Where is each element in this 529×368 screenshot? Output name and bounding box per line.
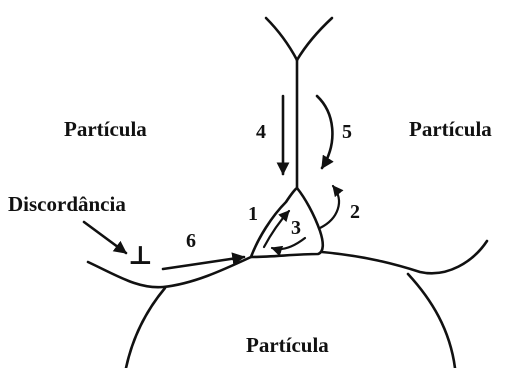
dislocation-symbol: ⊥	[128, 241, 153, 270]
particle-label-upper-left: Partícula	[64, 117, 147, 141]
particle-label-bottom: Partícula	[246, 333, 329, 357]
neck-pore	[251, 188, 323, 257]
path-5-arrow	[317, 96, 332, 168]
dislocation-label: Discordância	[8, 192, 126, 216]
dislocation-pointer-arrow	[84, 222, 126, 253]
path-1-label: 1	[248, 203, 258, 225]
path-3-label: 3	[291, 217, 301, 239]
particle-label-upper-right: Partícula	[409, 117, 492, 141]
path-2-arrow	[320, 186, 339, 228]
path-5-label: 5	[342, 121, 352, 143]
path-6-arrow	[163, 257, 244, 269]
path-1-arrow	[264, 211, 289, 247]
path-2-label: 2	[350, 201, 360, 223]
path-4-label: 4	[256, 121, 266, 143]
path-3-arrow	[272, 238, 305, 249]
path-6-label: 6	[186, 230, 196, 252]
